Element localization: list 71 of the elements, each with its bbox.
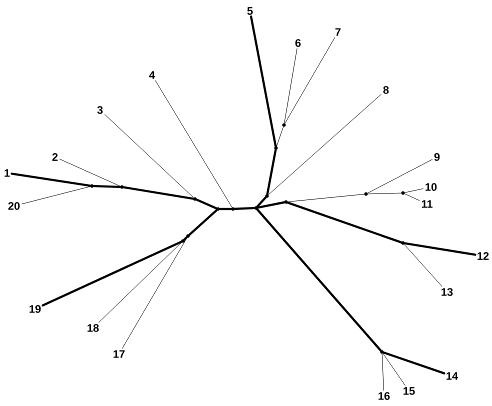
tree-branch xyxy=(122,237,188,349)
branch-point xyxy=(193,197,197,201)
tree-branch xyxy=(268,94,382,195)
tree-branch xyxy=(404,244,442,287)
branch-point xyxy=(364,192,368,196)
leaf-label: 1 xyxy=(4,169,10,177)
tree-branch xyxy=(155,80,232,208)
tree-branch xyxy=(284,48,298,124)
tree-branch xyxy=(266,148,277,196)
leaf-label: 16 xyxy=(378,392,390,400)
branch-point xyxy=(274,146,278,150)
leaf-label: 20 xyxy=(8,202,20,210)
tree-branch xyxy=(188,209,218,236)
tree-branch xyxy=(183,236,188,241)
tree-branch xyxy=(276,126,284,146)
tree-branch xyxy=(404,242,476,256)
leaf-label: 4 xyxy=(149,71,155,79)
leaf-label: 7 xyxy=(335,28,341,36)
tree-branch xyxy=(196,198,218,210)
tree-branch xyxy=(286,202,402,244)
tree-branch xyxy=(22,186,90,204)
branch-point xyxy=(186,234,190,238)
leaf-label: 14 xyxy=(446,372,458,380)
branch-point xyxy=(254,206,258,210)
branch-point xyxy=(380,350,384,354)
tree-branch xyxy=(256,208,382,352)
leaf-label: 11 xyxy=(422,200,432,208)
tree-branch xyxy=(382,353,406,386)
branch-point xyxy=(216,207,220,211)
leaf-label: 12 xyxy=(478,252,489,260)
tree-branch xyxy=(368,192,402,194)
tree-branch xyxy=(122,186,194,200)
tree-branch xyxy=(284,37,336,124)
branch-point xyxy=(284,200,288,204)
leaf-label: 19 xyxy=(30,305,41,313)
leaf-label: 2 xyxy=(52,153,58,161)
tree-branch xyxy=(42,240,182,306)
leaf-label: 18 xyxy=(88,324,99,332)
tree-branch xyxy=(60,158,120,186)
tree-branch xyxy=(368,159,432,194)
leaf-label: 15 xyxy=(404,387,415,395)
tree-branch xyxy=(382,354,384,391)
branch-point xyxy=(401,191,405,195)
tree-branch xyxy=(10,172,92,187)
tree-branch xyxy=(218,208,232,210)
branch-point xyxy=(231,207,235,211)
tree-branch xyxy=(92,184,122,188)
leaf-label: 10 xyxy=(426,183,437,191)
tree-branch xyxy=(382,352,446,374)
branch-point xyxy=(265,194,269,198)
tree-branch xyxy=(250,15,277,148)
tree-branch xyxy=(98,242,182,323)
branch-point xyxy=(90,184,94,188)
leaf-label: 13 xyxy=(442,288,453,296)
branch-point xyxy=(120,185,124,189)
tree-branch xyxy=(104,114,194,198)
leaf-label: 6 xyxy=(295,39,301,47)
tree-branch xyxy=(256,201,286,209)
tree-branch xyxy=(404,194,420,201)
leaf-label: 8 xyxy=(383,86,389,94)
tree-branch xyxy=(234,206,256,210)
tree-branch xyxy=(256,196,267,208)
leaf-label: 5 xyxy=(247,7,253,15)
branch-point xyxy=(181,239,185,243)
branch-point xyxy=(401,241,405,245)
tree-branch xyxy=(404,188,424,193)
leaf-label: 9 xyxy=(434,153,440,161)
leaf-label: 17 xyxy=(114,350,125,358)
leaf-label: 3 xyxy=(97,106,103,114)
branch-point xyxy=(282,123,286,127)
tree-branch xyxy=(288,194,364,202)
